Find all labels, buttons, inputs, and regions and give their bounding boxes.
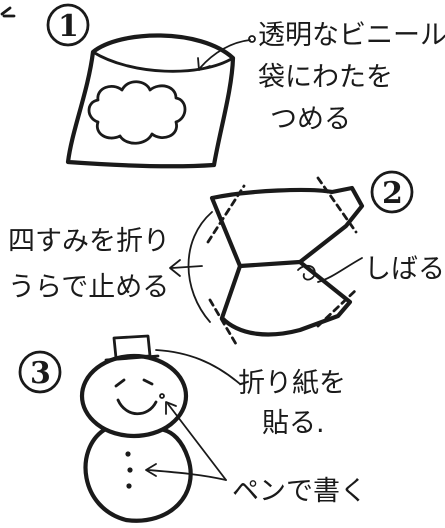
step3-paper-label-line-2: 貼る.: [262, 408, 325, 439]
fold-arrow-line: [171, 265, 203, 269]
knot-swirl: [297, 264, 316, 281]
step1-pointer-dot: [248, 35, 256, 43]
step2-number: 2: [382, 176, 403, 211]
pen-pointer-to-face-head: [165, 401, 177, 415]
snowman-button-3: [126, 483, 132, 489]
snowman-right-eye: [142, 378, 154, 386]
fold-arrow-head: [169, 259, 181, 277]
snowman-cheek-dot: [159, 393, 165, 399]
step2-number-circle: [370, 170, 414, 214]
snowman-head: [79, 353, 189, 439]
step2-fold-label-line-1: 四すみを折り: [8, 226, 170, 257]
step1-group: 1 透明なビニール 袋にわたを つめる: [46, 3, 445, 169]
corner-mark: [0, 6, 16, 18]
snowman-left-eye: [114, 378, 126, 388]
fold-line-top-right: [316, 176, 358, 234]
step1-pointer-line: [199, 39, 251, 69]
step3-group: 3 折り紙を 貼る. ペンで書く: [18, 334, 367, 523]
paper-pointer-line: [155, 349, 241, 385]
tie-pointer-line: [317, 257, 363, 283]
bag-opening-rim: [91, 50, 235, 73]
step2-group: 2 四すみを折り うらで止める しばる: [8, 170, 445, 346]
snowman-smile: [116, 398, 158, 416]
snowman-body: [83, 427, 193, 523]
knot-line: [237, 259, 303, 269]
step2-fold-label-line-2: うらで止める: [8, 272, 169, 303]
fold-line-bottom-right: [316, 288, 358, 328]
cotton-cloud: [87, 80, 187, 145]
bag-outline: [65, 33, 236, 169]
step1-pointer-arrowhead: [197, 57, 211, 71]
fold-line-bottom-left: [208, 298, 238, 346]
snowman-button-1: [125, 451, 131, 457]
step3-pen-label: ペンで書く: [232, 476, 367, 507]
bag-back-curve: [187, 211, 213, 323]
snowman-button-2: [127, 467, 133, 473]
step3-paper-label-line-1: 折り紙を: [238, 368, 346, 399]
step1-label-line-1: 透明なビニール: [258, 20, 445, 51]
pen-pointer-to-buttons: [147, 469, 227, 481]
tied-bag-outline: [209, 185, 365, 337]
step3-number-circle: [18, 350, 62, 394]
step1-label-line-2: 袋にわたを: [258, 62, 393, 93]
step1-number-circle: [46, 3, 90, 47]
step2-tie-label: しばる: [364, 254, 445, 285]
pen-pointer-to-buttons-head: [145, 463, 157, 477]
step3-number: 3: [30, 356, 51, 391]
fold-line-top-left: [206, 184, 246, 244]
step1-number: 1: [58, 9, 79, 44]
step1-label-line-3: つめる: [270, 104, 351, 135]
pen-pointer-to-face: [167, 403, 227, 481]
